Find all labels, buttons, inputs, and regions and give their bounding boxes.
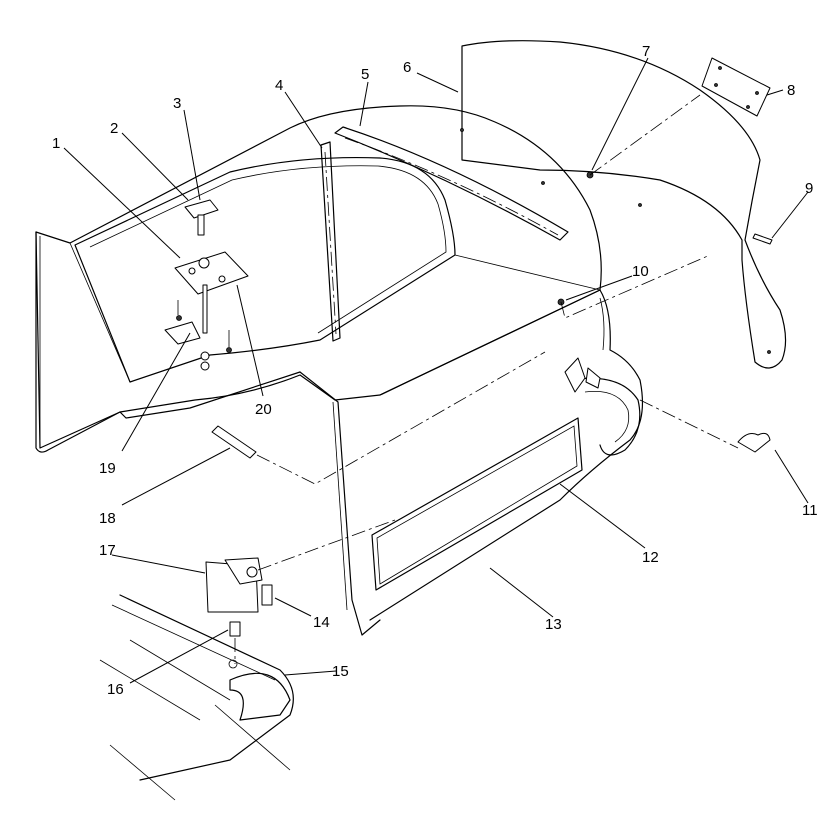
callout-7: 7	[642, 43, 650, 60]
callout-labels: 1 2 3 4 5 6 7 8 9 10 11 12 13 14 15 16 1…	[52, 43, 818, 698]
callout-1: 1	[52, 135, 60, 152]
callout-12: 12	[642, 549, 659, 566]
leader-lines	[63, 57, 809, 684]
callout-14: 14	[313, 614, 330, 631]
callout-5: 5	[361, 66, 369, 83]
callout-15: 15	[332, 663, 349, 680]
callout-4: 4	[275, 77, 283, 94]
frame-rail	[99, 594, 294, 801]
latch-assembly	[164, 199, 249, 371]
rear-shield	[460, 40, 787, 369]
callout-2: 2	[110, 120, 118, 137]
callout-19: 19	[99, 460, 116, 477]
callout-9: 9	[805, 180, 813, 197]
callout-3: 3	[173, 95, 181, 112]
callout-13: 13	[545, 616, 562, 633]
callout-20: 20	[255, 401, 272, 418]
callout-16: 16	[107, 681, 124, 698]
hardware-items	[205, 57, 773, 637]
assembly-lines	[234, 94, 739, 664]
callout-6: 6	[403, 59, 411, 76]
hood-shell	[35, 105, 644, 636]
callout-11: 11	[802, 502, 818, 519]
callout-18: 18	[99, 510, 116, 527]
callout-8: 8	[787, 82, 795, 99]
callout-17: 17	[99, 542, 116, 559]
callout-10: 10	[632, 263, 649, 280]
window-pillar	[320, 141, 341, 342]
window-seal	[334, 126, 569, 241]
